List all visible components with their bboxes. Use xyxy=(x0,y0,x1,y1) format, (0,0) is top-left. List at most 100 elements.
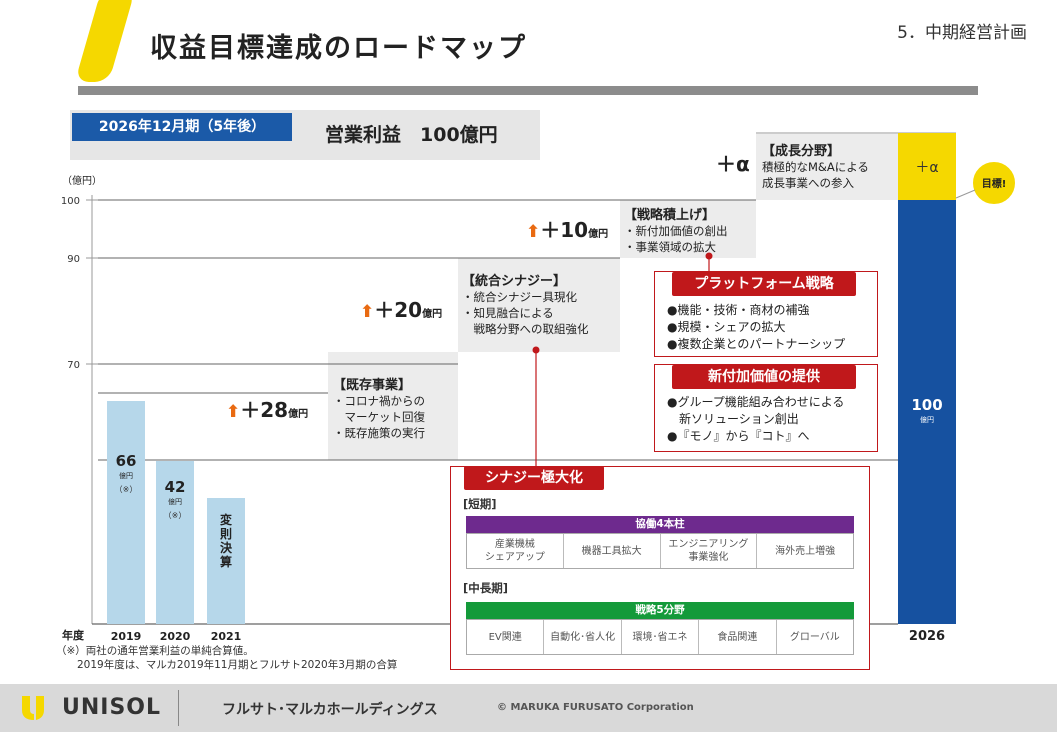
step-box-existing xyxy=(328,352,458,460)
long-term-cells: EV関連 自動化･省人化 環境･省エネ 食品関連 グローバル xyxy=(466,619,854,655)
long-term-panel: 戦略5分野 EV関連 自動化･省人化 環境･省エネ 食品関連 グローバル xyxy=(466,602,854,655)
increment-synergy: ⬆＋20億円 xyxy=(360,298,443,322)
y-tick-label: 90 xyxy=(67,254,80,265)
step-line: ・既存施策の実行 xyxy=(333,426,425,440)
step-line: ・統合シナジー具現化 xyxy=(462,290,577,304)
y-tick-label: 70 xyxy=(67,360,80,371)
bar-2021 xyxy=(207,498,245,624)
step-line: 積極的なM&Aによる xyxy=(762,160,869,174)
bar-value-label: 100 xyxy=(911,396,942,414)
y-axis-title: （億円） xyxy=(62,176,102,187)
bar-alpha-segment xyxy=(898,133,956,200)
up-arrow-icon: ⬆ xyxy=(360,302,375,322)
x-tick-label: 2019 xyxy=(111,630,142,643)
step-existing: 【既存事業】 ・コロナ禍からの マーケット回復 ・既存施策の実行 xyxy=(333,374,425,441)
increment-growth: ＋α xyxy=(716,152,750,176)
platform-item: ●機能・技術・商材の補強 xyxy=(667,303,810,317)
bar-unit-label: 億円 xyxy=(920,415,934,424)
short-term-cells: 産業機械 シェアアップ 機器工具拡大 エンジニアリング 事業強化 海外売上増強 xyxy=(466,533,854,569)
y-tick-label: 100 xyxy=(61,196,80,207)
new-value-item: 新ソリューション創出 xyxy=(667,412,799,426)
step-growth: 【成長分野】 積極的なM&Aによる 成長事業への参入 xyxy=(762,140,869,191)
step-box-synergy xyxy=(458,258,620,352)
step-line: 成長事業への参入 xyxy=(762,176,854,190)
holdings-name: フルサト･マルカホールディングス xyxy=(222,702,438,718)
synergy-title: シナジー極大化 xyxy=(464,466,604,490)
platform-strategy-list: ●機能・技術・商材の補強 ●規模・シェアの拡大 ●複数企業とのパートナーシップ xyxy=(667,302,845,353)
footer-bar xyxy=(0,684,1057,732)
x-tick-label: 2020 xyxy=(160,630,191,643)
x-axis-title: 年度 xyxy=(62,629,84,642)
bar-2019 xyxy=(107,401,145,624)
step-line: ・知見融合による xyxy=(462,306,554,320)
up-arrow-icon: ⬆ xyxy=(226,402,241,422)
step-box-strategic xyxy=(620,200,756,258)
section-label: 5．中期経営計画 xyxy=(897,23,1027,43)
pillar-cell: 海外売上増強 xyxy=(775,545,836,557)
platform-strategy-title: プラットフォーム戦略 xyxy=(672,272,856,296)
bar-value-label: 66 xyxy=(116,452,137,470)
short-term-label: [短期] xyxy=(463,497,497,511)
footnote-line: 2019年度は、マルカ2019年11月期とフルサト2020年3月期の合算 xyxy=(56,659,398,671)
pillar-cell: エンジニアリング 事業強化 xyxy=(661,534,758,568)
short-term-panel: 協働4本柱 産業機械 シェアアップ 機器工具拡大 エンジニアリング 事業強化 海… xyxy=(466,516,854,569)
page-title: 収益目標達成のロードマップ xyxy=(150,33,527,64)
platform-item: ●規模・シェアの拡大 xyxy=(667,320,786,334)
step-line: マーケット回復 xyxy=(333,410,425,424)
unisol-logo-icon xyxy=(22,696,44,720)
x-tick-label: 2026 xyxy=(909,629,945,644)
field-cell: 自動化･省人化 xyxy=(544,620,622,654)
step-line: ・コロナ禍からの xyxy=(333,394,425,408)
new-value-item: ●グループ機能組み合わせによる xyxy=(667,395,845,409)
short-term-header: 協働4本柱 xyxy=(466,516,854,533)
step-line: 戦略分野への取組強化 xyxy=(462,322,589,336)
bar-unit-label: 億円 xyxy=(168,497,182,506)
step-title: 【統合シナジー】 xyxy=(462,274,567,289)
goal-badge-label: 目標! xyxy=(982,177,1007,190)
bar-note-label: （※） xyxy=(115,485,138,494)
target-period: 2026年12月期（5年後） xyxy=(72,113,292,141)
new-value-list: ●グループ機能組み合わせによる 新ソリューション創出 ●『モノ』から『コト』へ xyxy=(667,394,844,445)
footnote: （※）両社の通年営業利益の単純合算値。 2019年度は、マルカ2019年11月期… xyxy=(56,644,397,672)
step-synergy: 【統合シナジー】 ・統合シナジー具現化 ・知見融合による 戦略分野への取組強化 xyxy=(462,270,589,337)
brand-name: UNISOL xyxy=(62,695,162,720)
new-value-title: 新付加価値の提供 xyxy=(672,365,856,389)
x-tick-label: 2021 xyxy=(211,630,242,643)
alpha-label: ＋α xyxy=(915,160,938,176)
copyright: © MARUKA FURUSATO Corporation xyxy=(497,702,694,713)
step-strategic: 【戦略積上げ】 ・新付加価値の創出 ・事業領域の拡大 xyxy=(624,204,728,255)
footnote-line: （※）両社の通年営業利益の単純合算値。 xyxy=(56,645,254,657)
bar-label-char: 決 xyxy=(220,540,233,555)
step-line: ・事業領域の拡大 xyxy=(624,240,716,254)
step-title: 【成長分野】 xyxy=(762,144,841,159)
goal-badge xyxy=(971,160,1017,206)
goal-connector xyxy=(955,189,976,199)
target-value: 営業利益 100億円 xyxy=(325,124,498,146)
increment-strategic: ⬆＋10億円 xyxy=(526,218,609,242)
bar-label-char: 則 xyxy=(219,526,232,541)
pillar-cell: 機器工具拡大 xyxy=(564,534,661,568)
bar-2020 xyxy=(156,461,194,624)
connector-dot-synergy xyxy=(532,346,540,354)
long-term-label: [中長期] xyxy=(463,581,509,595)
platform-item: ●複数企業とのパートナーシップ xyxy=(667,337,846,351)
long-term-header: 戦略5分野 xyxy=(466,602,854,619)
step-box-growth xyxy=(756,134,898,200)
step-title: 【既存事業】 xyxy=(333,378,412,393)
step-line: ・新付加価値の創出 xyxy=(624,224,728,238)
bar-note-label: （※） xyxy=(164,511,187,520)
bar-label-char: 算 xyxy=(220,554,232,569)
connector-dot-strategic xyxy=(705,252,713,260)
increment-existing: ⬆＋28億円 xyxy=(226,398,309,422)
bar-value-label: 42 xyxy=(165,478,186,496)
bar-unit-label: 億円 xyxy=(119,471,133,480)
step-title: 【戦略積上げ】 xyxy=(624,208,716,223)
field-cell: 環境･省エネ xyxy=(622,620,700,654)
pillar-cell: 産業機械 シェアアップ xyxy=(467,534,564,568)
footer-divider xyxy=(178,690,179,726)
bar-2026 xyxy=(898,200,956,624)
field-cell: EV関連 xyxy=(467,620,545,654)
bar-label-char: 変 xyxy=(220,512,233,527)
